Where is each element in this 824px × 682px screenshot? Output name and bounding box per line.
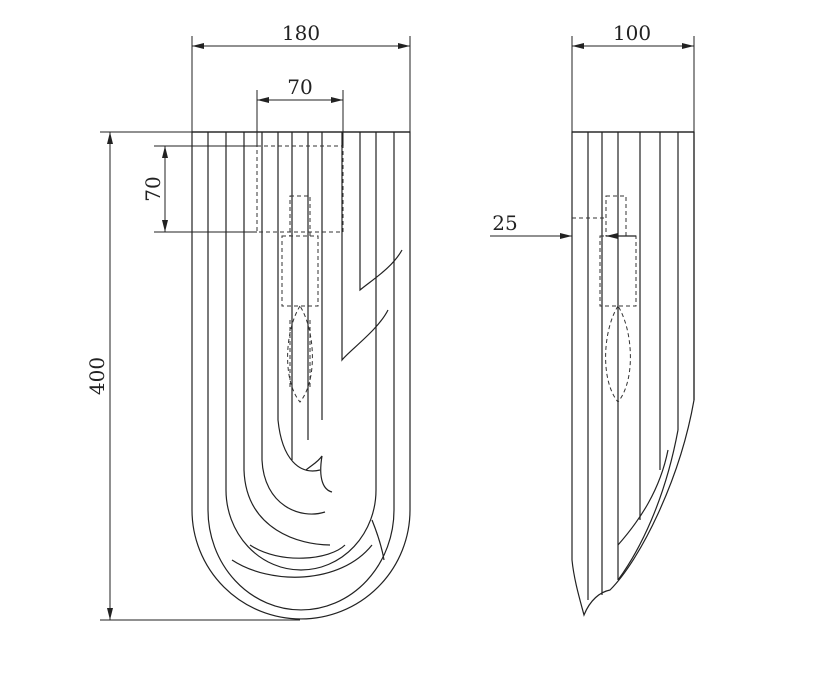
dimension-180: 180 [191, 21, 411, 132]
dimension-400: 400 [85, 131, 300, 621]
dim-front-height-label: 400 [85, 357, 109, 395]
dimension-70-vertical: 70 [141, 145, 257, 233]
dim-side-depth-label: 100 [613, 21, 651, 45]
dim-front-top-height-label: 70 [141, 176, 165, 201]
dim-front-width-label: 180 [282, 21, 320, 45]
side-view [571, 131, 695, 617]
dimension-70-horizontal: 70 [256, 75, 344, 146]
front-view [191, 131, 411, 620]
dim-side-offset-label: 25 [492, 211, 517, 235]
dim-front-inner-width-label: 70 [287, 75, 312, 99]
dimension-100: 100 [571, 21, 695, 132]
dimension-25: 25 [490, 211, 636, 239]
